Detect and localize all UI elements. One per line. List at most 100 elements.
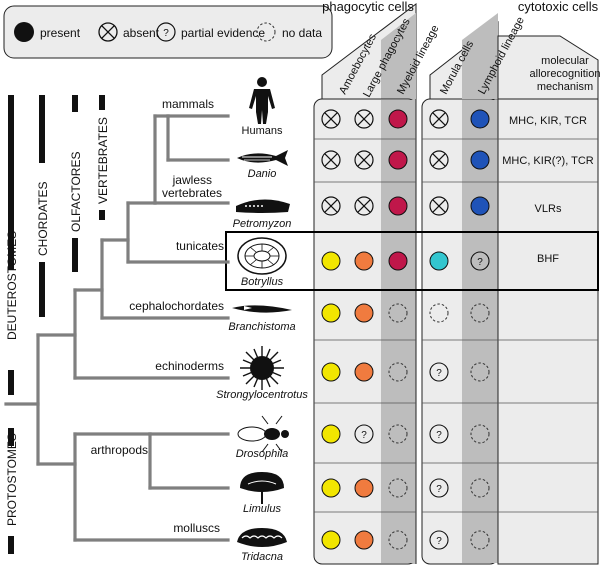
- fruit-fly-icon: [237, 415, 289, 453]
- mechanism-danio: MHC, KIR(?), TCR: [502, 155, 594, 167]
- lamprey-icon: [236, 199, 290, 213]
- species-icons: [232, 77, 292, 547]
- cell-absent-morula: [429, 196, 449, 216]
- branch-cephalochordates: cephalochordates: [129, 299, 224, 313]
- cell-nodata-morula: [429, 303, 449, 323]
- legend-partial-label: partial evidence: [181, 26, 265, 40]
- botryllus-icon: [237, 237, 287, 275]
- svg-text:?: ?: [477, 257, 483, 268]
- mechanism-texts: MHC, KIR, TCR MHC, KIR(?), TCR VLRs BHF: [502, 115, 594, 265]
- branch-tunicates: tunicates: [176, 239, 224, 253]
- cell-absent-amoebocytes: [321, 196, 341, 216]
- cell-absent-morula: [429, 109, 449, 129]
- svg-text:?: ?: [436, 536, 442, 547]
- branch-mammals: mammals: [162, 97, 214, 111]
- species-botryllus: Botryllus: [241, 276, 284, 288]
- cell-partial-large_phagocytes: ?: [354, 424, 374, 444]
- mechanism-header-1: molecular: [541, 55, 589, 67]
- svg-text:?: ?: [436, 484, 442, 495]
- species-branchistoma: Branchistoma: [228, 321, 295, 333]
- sea-urchin-icon: [240, 346, 284, 390]
- legend-absent-label: absent: [123, 26, 160, 40]
- partial-symbol-mark: ?: [163, 28, 169, 39]
- lymphoid-shade-header: [462, 13, 498, 99]
- phagocytic-header: phagocytic cells: [322, 0, 414, 14]
- cell-absent-large_phagocytes: [354, 150, 374, 170]
- horseshoe-crab-icon: [240, 472, 284, 504]
- legend: present absent ? partial evidence no dat…: [3, 5, 333, 59]
- species-tridacna: Tridacna: [241, 551, 283, 563]
- cell-nodata-lymphoid: [470, 303, 490, 323]
- species-drosophila: Drosophila: [236, 448, 289, 460]
- cell-absent-amoebocytes: [321, 150, 341, 170]
- cytotoxic-header: cytotoxic cells: [518, 0, 599, 14]
- branch-jawless-1: jawless: [172, 173, 212, 187]
- clade-protostomes: PROTOSTOMES: [5, 433, 19, 526]
- lymphoid-shade: [462, 100, 498, 563]
- clade-bars: [8, 95, 105, 554]
- cell-nodata-lymphoid: [470, 362, 490, 382]
- branch-jawless-2: vertebrates: [162, 186, 222, 200]
- cell-present-amoebocytes: [321, 424, 341, 444]
- species-danio: Danio: [248, 168, 277, 180]
- cell-nodata-myeloid: [388, 478, 408, 498]
- cell-partial-morula: ?: [429, 424, 449, 444]
- partial-symbol: [156, 22, 176, 42]
- cell-present-myeloid: [388, 196, 408, 216]
- cell-present-large_phagocytes: [354, 362, 374, 382]
- absent-symbol: [98, 22, 118, 42]
- clade-chordates: CHORDATES: [36, 182, 50, 256]
- cell-present-large_phagocytes: [354, 303, 374, 323]
- clade-vertebrates: VERTEBRATES: [96, 117, 110, 204]
- branch-arthropods: arthropods: [91, 443, 148, 457]
- species-names: Humans Danio Petromyzon Botryllus Branch…: [216, 125, 308, 563]
- mechanism-petromyzon: VLRs: [535, 203, 562, 215]
- species-strongylocentrotus: Strongylocentrotus: [216, 389, 308, 401]
- human-icon: [249, 77, 275, 124]
- species-humans: Humans: [242, 125, 283, 137]
- cell-present-morula: [429, 251, 449, 271]
- cell-partial-morula: ?: [429, 478, 449, 498]
- legend-nodata-label: no data: [282, 26, 322, 40]
- present-symbol: [14, 22, 34, 42]
- clade-deuterostomes: DEUTEROSTOMES: [5, 231, 19, 340]
- branch-labels: mammals jawless vertebrates tunicates ce…: [91, 97, 224, 535]
- cell-present-amoebocytes: [321, 530, 341, 550]
- nodata-symbol: [256, 22, 276, 42]
- cell-present-myeloid: [388, 150, 408, 170]
- amphioxus-icon: [232, 305, 292, 313]
- cell-nodata-lymphoid: [470, 478, 490, 498]
- cell-nodata-lymphoid: [470, 424, 490, 444]
- cell-present-lymphoid: [470, 150, 490, 170]
- cell-absent-large_phagocytes: [354, 196, 374, 216]
- mechanism-header-2: allorecognition: [530, 68, 600, 80]
- cell-absent-large_phagocytes: [354, 109, 374, 129]
- cell-nodata-lymphoid: [470, 530, 490, 550]
- giant-clam-icon: [237, 528, 287, 547]
- phylogenetic-tree: [4, 114, 230, 542]
- cell-present-amoebocytes: [321, 251, 341, 271]
- cell-partial-morula: ?: [429, 362, 449, 382]
- cell-absent-amoebocytes: [321, 109, 341, 129]
- cell-present-large_phagocytes: [354, 530, 374, 550]
- cell-present-amoebocytes: [321, 303, 341, 323]
- myeloid-shade-body: [381, 100, 416, 563]
- cell-present-large_phagocytes: [354, 478, 374, 498]
- cell-partial-lymphoid: ?: [470, 251, 490, 271]
- branch-echinoderms: echinoderms: [155, 359, 224, 373]
- mechanism-humans: MHC, KIR, TCR: [509, 115, 587, 127]
- cell-markers: ??????: [321, 109, 490, 550]
- cell-present-myeloid: [388, 109, 408, 129]
- branch-molluscs: molluscs: [173, 521, 220, 535]
- species-petromyzon: Petromyzon: [233, 218, 292, 230]
- cell-present-lymphoid: [470, 109, 490, 129]
- cell-present-amoebocytes: [321, 478, 341, 498]
- myeloid-shade-header: [381, 13, 416, 99]
- svg-text:?: ?: [436, 368, 442, 379]
- legend-present-label: present: [40, 26, 81, 40]
- zebrafish-icon: [237, 150, 288, 166]
- cell-nodata-myeloid: [388, 424, 408, 444]
- cell-partial-morula: ?: [429, 530, 449, 550]
- svg-text:?: ?: [436, 430, 442, 441]
